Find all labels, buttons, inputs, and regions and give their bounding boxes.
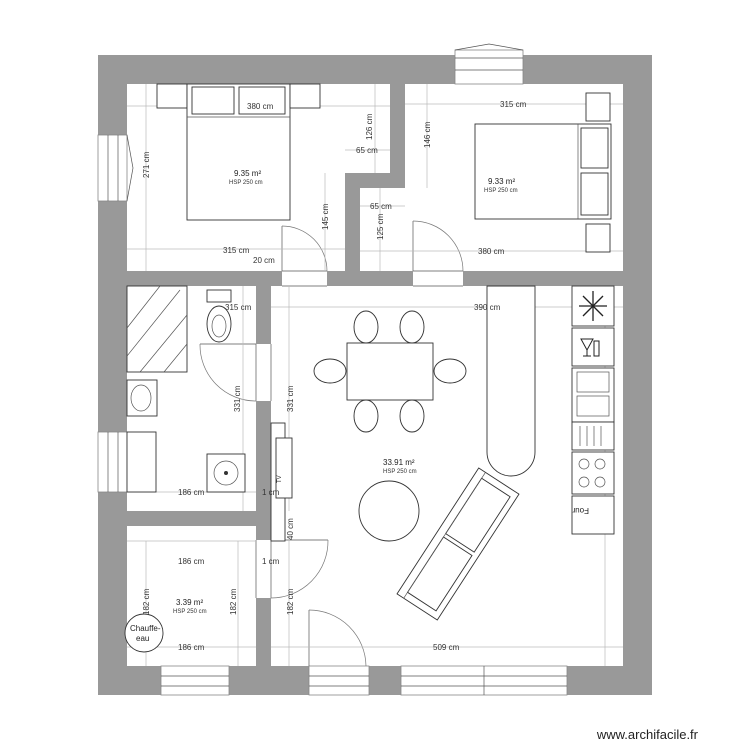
- dim-storage-right: 182 cm: [229, 588, 238, 615]
- nightstand-top: [585, 92, 611, 122]
- dim-b2-bottom: 380 cm: [478, 247, 505, 256]
- dim-b2-top: 315 cm: [500, 100, 527, 109]
- living-furniture: [270, 285, 536, 621]
- snowflake-icon: [579, 291, 607, 321]
- water-heater: [124, 613, 164, 653]
- dim-b1-notch-h: 65 cm: [356, 146, 378, 155]
- bath-cabinet: [126, 431, 157, 493]
- dim-bath-left: 331 cm: [233, 385, 242, 412]
- nightstand-left: [156, 83, 188, 109]
- dishwasher: [571, 421, 615, 451]
- wine-glass-icon: [580, 338, 600, 357]
- heater-label-line2: eau: [136, 634, 149, 643]
- toilet-bowl: [206, 305, 232, 343]
- washbasin: [126, 379, 158, 417]
- tv: [275, 437, 293, 499]
- outer-wall-top: [98, 55, 652, 84]
- wall-bedrooms-upper: [390, 55, 405, 188]
- dim-b2-left-upper: 146 cm: [423, 121, 432, 148]
- storage-fixtures: [124, 613, 164, 653]
- dimension-labels: 380 cm 315 cm 20 cm 65 cm 315 cm 65 cm 3…: [142, 100, 527, 652]
- chair: [313, 358, 347, 384]
- shower: [126, 285, 188, 373]
- bathroom-fixtures: [126, 285, 246, 493]
- dim-b1-door-v: 145 cm: [321, 203, 330, 230]
- windows: [97, 43, 568, 696]
- window-left-bath: [97, 431, 128, 493]
- dim-storage-bottom: 186 cm: [178, 643, 205, 652]
- pillow-left: [191, 86, 235, 115]
- window-bottom-storage: [160, 665, 230, 696]
- dim-living-top: 390 cm: [474, 303, 501, 312]
- window-top-bedroom2: [454, 49, 524, 85]
- bedroom2-hsp: HSP 250 cm: [484, 188, 518, 194]
- kitchen-units: [571, 285, 615, 535]
- chair: [433, 358, 467, 384]
- wine-cabinet: [571, 327, 615, 367]
- doors: [199, 220, 464, 667]
- storage-hsp: HSP 250 cm: [173, 609, 207, 615]
- hob: [571, 451, 615, 495]
- kitchen-island: [486, 285, 536, 477]
- bedroom2-area: 9.33 m²: [488, 177, 515, 186]
- bedroom2-furniture: [474, 92, 612, 253]
- sofa: [396, 467, 520, 621]
- dining-table: [346, 342, 434, 401]
- dim-storage-gap: 1 cm: [262, 557, 280, 566]
- wall-bedrooms-bottom: [98, 271, 652, 286]
- living-area: 33.91 m²: [383, 458, 415, 467]
- room-labels: 9.35 m² HSP 250 cm 9.33 m² HSP 250 cm 33…: [130, 169, 589, 643]
- dim-living-right-lower: 182 cm: [286, 588, 295, 615]
- nightstand-right: [289, 83, 321, 109]
- pillow-right: [238, 86, 286, 115]
- toilet-tank: [206, 289, 232, 303]
- outer-wall-right: [623, 55, 652, 695]
- dim-b1-top: 380 cm: [247, 102, 274, 111]
- wall-bath-storage: [98, 511, 271, 526]
- dim-living-left: 331 cm: [286, 385, 295, 412]
- oven-label: Four: [572, 506, 589, 515]
- nightstand-bottom: [585, 223, 611, 253]
- window-bottom-living-door: [308, 665, 370, 696]
- chair: [399, 399, 425, 433]
- dim-b1-left: 271 cm: [142, 151, 151, 178]
- dim-wc-label: 315 cm: [225, 303, 252, 312]
- dim-bath-bottom: 186 cm: [178, 488, 205, 497]
- window-left-bedroom1: [97, 134, 128, 202]
- dim-b1-door-gap: 20 cm: [253, 256, 275, 265]
- watermark: www.archifacile.fr: [596, 727, 698, 742]
- dim-b1-notch-v: 126 cm: [365, 113, 374, 140]
- heater-label-line1: Chauffe-: [130, 624, 161, 633]
- dim-b2-notch-h: 65 cm: [370, 202, 392, 211]
- coffee-table: [358, 480, 420, 542]
- dim-living-door: 40 cm: [286, 518, 295, 540]
- chair: [399, 310, 425, 344]
- living-hsp: HSP 250 cm: [383, 469, 417, 475]
- dim-living-bottom: 509 cm: [433, 643, 460, 652]
- bedroom1-furniture: [156, 83, 321, 221]
- tv-label: TV: [277, 475, 283, 483]
- chair: [353, 399, 379, 433]
- bedroom1-area: 9.35 m²: [234, 169, 261, 178]
- sink-unit: [571, 367, 615, 423]
- wall-bath-living: [256, 271, 271, 695]
- chair: [353, 310, 379, 344]
- pillow-bottom: [580, 172, 609, 216]
- bedroom1-hsp: HSP 250 cm: [229, 180, 263, 186]
- dim-storage-top: 186 cm: [178, 557, 205, 566]
- oven: [571, 495, 615, 535]
- dim-bath-gap: 1 cm: [262, 488, 280, 497]
- wall-bedrooms-lower: [345, 173, 360, 286]
- dim-storage-left: 182 cm: [142, 588, 151, 615]
- pillow-top: [580, 127, 609, 169]
- dim-b1-bottom: 315 cm: [223, 246, 250, 255]
- storage-area: 3.39 m²: [176, 598, 203, 607]
- dim-b2-left-lower: 125 cm: [376, 213, 385, 240]
